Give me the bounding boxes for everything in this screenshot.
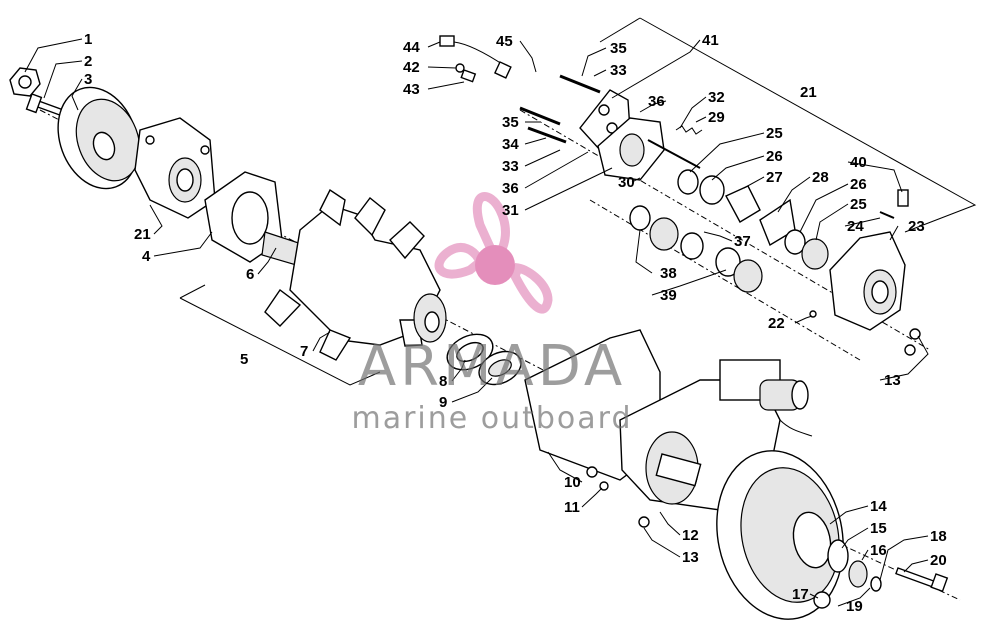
callout-13-bottom: 13 <box>682 549 699 566</box>
watermark-brand: ARMADA <box>358 334 626 399</box>
callout-14: 14 <box>870 498 887 515</box>
callout-37: 37 <box>734 233 751 250</box>
part-bolt-20 <box>895 567 949 593</box>
callout-27: 27 <box>766 169 783 186</box>
callout-28: 28 <box>812 169 829 186</box>
callout-45: 45 <box>496 33 513 50</box>
part-driven-clutch-14 <box>716 450 844 620</box>
callout-6: 6 <box>246 266 254 283</box>
callout-13-right: 13 <box>884 372 901 389</box>
callout-16: 16 <box>870 542 887 559</box>
callout-38: 38 <box>660 265 677 282</box>
callout-1: 1 <box>84 31 92 48</box>
callout-9: 9 <box>439 394 447 411</box>
callout-17: 17 <box>792 586 809 603</box>
part-spring-15-16 <box>827 539 868 588</box>
part-housing-21-left <box>134 117 216 219</box>
callout-25-right: 25 <box>850 196 867 213</box>
callout-33-top: 33 <box>610 62 627 79</box>
callout-12: 12 <box>682 527 699 544</box>
part-bearing-9 <box>478 350 522 386</box>
callout-5: 5 <box>240 351 248 368</box>
part-small-10-11 <box>586 466 609 491</box>
callout-44: 44 <box>403 39 420 56</box>
callout-32: 32 <box>708 89 725 106</box>
callout-10: 10 <box>564 474 581 491</box>
callout-35-top: 35 <box>610 40 627 57</box>
leader-lines <box>24 38 929 607</box>
propeller-logo-icon <box>434 192 553 314</box>
callout-2: 2 <box>84 53 92 70</box>
callout-19: 19 <box>846 598 863 615</box>
callout-35-mid: 35 <box>502 114 519 131</box>
callout-26-right: 26 <box>850 176 867 193</box>
callout-30: 30 <box>618 174 635 191</box>
part-impeller-7 <box>264 188 447 361</box>
callout-36-top: 36 <box>648 93 665 110</box>
callout-15: 15 <box>870 520 887 537</box>
part-nut-1 <box>9 67 41 97</box>
callout-34: 34 <box>502 136 519 153</box>
part-bearings-38-39 <box>629 205 763 293</box>
callout-39: 39 <box>660 287 677 304</box>
callout-18: 18 <box>930 528 947 545</box>
part-bushing-26-25b <box>784 229 829 270</box>
callout-42: 42 <box>403 59 420 76</box>
part-brake-caliper-30 <box>597 117 665 181</box>
watermark-tagline: marine outboard <box>351 401 632 436</box>
callout-40: 40 <box>850 154 867 171</box>
part-nuts-13 <box>809 310 921 356</box>
callout-23: 23 <box>908 218 925 235</box>
callout-33-mid: 33 <box>502 158 519 175</box>
callout-labels: 1 2 3 21 4 6 5 7 8 9 44 42 43 45 35 33 4… <box>84 31 947 615</box>
part-pins-32 <box>647 139 701 169</box>
part-sensor-44 <box>439 35 512 79</box>
callout-26-top: 26 <box>766 148 783 165</box>
callout-7: 7 <box>300 343 308 360</box>
part-seal-8 <box>446 333 494 371</box>
part-bolts-35-33-34 <box>519 74 601 144</box>
callout-25-top: 25 <box>766 125 783 142</box>
callout-41: 41 <box>702 32 719 49</box>
part-gasket-4 <box>204 171 283 263</box>
part-washers-17-19 <box>813 576 882 609</box>
part-housing-23 <box>829 189 909 331</box>
callout-4: 4 <box>142 248 151 265</box>
callout-43: 43 <box>403 81 420 98</box>
callout-20: 20 <box>930 552 947 569</box>
callout-36-mid: 36 <box>502 180 519 197</box>
part-motor <box>719 359 813 437</box>
part-rings-25-26 <box>677 169 725 205</box>
callout-21-right: 21 <box>800 84 817 101</box>
callout-24: 24 <box>847 218 864 235</box>
callout-8: 8 <box>439 373 447 390</box>
callout-31: 31 <box>502 202 519 219</box>
callout-3: 3 <box>84 71 92 88</box>
part-clutch-pulley-3 <box>57 86 141 190</box>
callout-29: 29 <box>708 109 725 126</box>
part-brake-pad-27 <box>725 185 761 223</box>
brand-watermark: ARMADA marine outboard <box>351 192 632 436</box>
part-screw-42-43 <box>455 63 477 83</box>
callout-11: 11 <box>564 499 580 516</box>
callout-21-left: 21 <box>134 226 151 243</box>
part-nut-13b <box>638 516 650 528</box>
callout-22: 22 <box>768 315 785 332</box>
